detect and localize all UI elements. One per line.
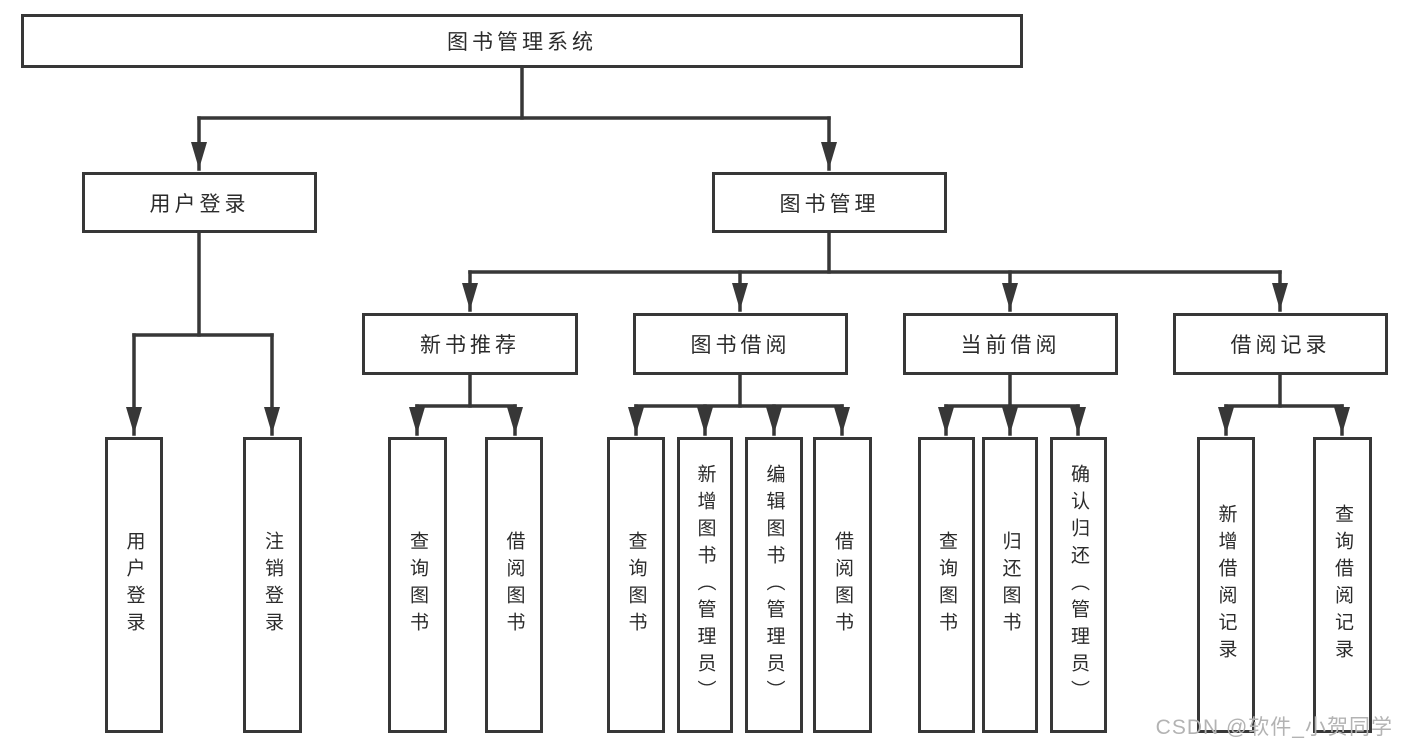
leaf-confirm-return-admin: 确认归还（管理员） bbox=[1050, 437, 1107, 733]
node-book-management: 图书管理 bbox=[712, 172, 947, 233]
csdn-watermark: CSDN @软件_小贺同学 bbox=[1155, 716, 1393, 739]
node-library-system: 图书管理系统 bbox=[21, 14, 1023, 68]
node-current-borrow-label: 当前借阅 bbox=[960, 334, 1061, 357]
node-library-system-label: 图书管理系统 bbox=[447, 31, 597, 54]
leaf-logout-label: 注销登录 bbox=[262, 531, 283, 639]
leaf-edit-books-admin: 编辑图书（管理员） bbox=[745, 437, 803, 733]
node-current-borrow: 当前借阅 bbox=[903, 313, 1118, 375]
node-book-borrow-label: 图书借阅 bbox=[690, 334, 791, 357]
node-book-management-label: 图书管理 bbox=[779, 192, 880, 216]
leaf-return-books: 归还图书 bbox=[982, 437, 1038, 733]
node-book-borrow: 图书借阅 bbox=[633, 313, 848, 375]
leaf-logout: 注销登录 bbox=[243, 437, 302, 733]
node-user-login-label: 用户登录 bbox=[149, 192, 250, 216]
leaf-borrow-books: 借阅图书 bbox=[813, 437, 872, 733]
leaf-borrow-books-recommend: 借阅图书 bbox=[485, 437, 543, 733]
leaf-add-borrow-record: 新增借阅记录 bbox=[1197, 437, 1255, 733]
leaf-query-borrow-record-label: 查询借阅记录 bbox=[1332, 504, 1353, 666]
leaf-add-borrow-record-label: 新增借阅记录 bbox=[1215, 504, 1237, 666]
leaf-edit-books-admin-label: 编辑图书（管理员） bbox=[763, 463, 785, 707]
leaf-add-books-admin-label: 新增图书（管理员） bbox=[694, 463, 716, 707]
leaf-add-books-admin: 新增图书（管理员） bbox=[677, 437, 733, 733]
leaf-query-borrow-record: 查询借阅记录 bbox=[1313, 437, 1372, 733]
node-borrow-records-label: 借阅记录 bbox=[1230, 334, 1331, 357]
leaf-query-books-borrow-label: 查询图书 bbox=[625, 531, 647, 639]
node-borrow-records: 借阅记录 bbox=[1173, 313, 1388, 375]
leaf-query-books-borrow: 查询图书 bbox=[607, 437, 665, 733]
leaf-borrow-books-label: 借阅图书 bbox=[832, 531, 853, 639]
leaf-confirm-return-admin-label: 确认归还（管理员） bbox=[1068, 463, 1089, 707]
leaf-user-login: 用户登录 bbox=[105, 437, 163, 733]
node-new-book-recommend: 新书推荐 bbox=[362, 313, 578, 375]
leaf-borrow-books-recommend-label: 借阅图书 bbox=[503, 531, 525, 639]
leaf-query-books-recommend-label: 查询图书 bbox=[407, 531, 428, 639]
node-new-book-recommend-label: 新书推荐 bbox=[420, 334, 520, 357]
node-user-login: 用户登录 bbox=[82, 172, 317, 233]
leaf-query-books-recommend: 查询图书 bbox=[388, 437, 447, 733]
leaf-return-books-label: 归还图书 bbox=[999, 531, 1021, 639]
leaf-query-books-current-label: 查询图书 bbox=[936, 531, 957, 639]
leaf-query-books-current: 查询图书 bbox=[918, 437, 975, 733]
leaf-user-login-label: 用户登录 bbox=[123, 531, 145, 639]
